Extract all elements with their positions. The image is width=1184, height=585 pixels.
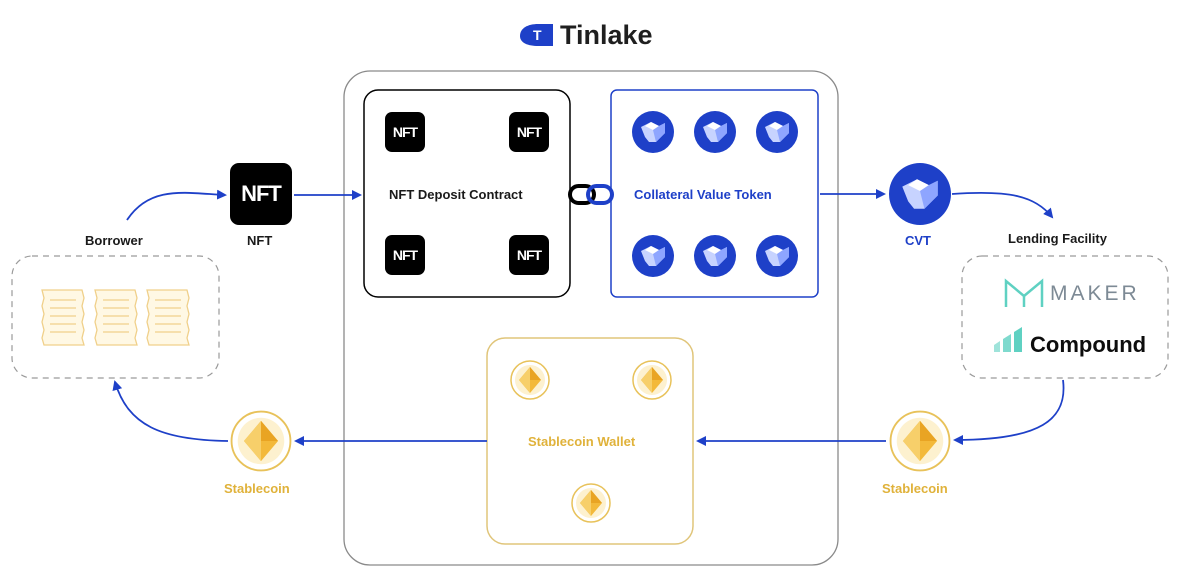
cvt-label: CVT xyxy=(905,233,931,248)
cvt-token-icon xyxy=(756,235,798,277)
nft-icon: NFT xyxy=(385,235,425,275)
nft-icon: NFT xyxy=(509,112,549,152)
stablecoin-right-label: Stablecoin xyxy=(882,481,948,496)
arrow-borrower-to-nft xyxy=(126,189,227,221)
maker-logo-icon xyxy=(1004,278,1044,307)
lending-facility-box xyxy=(961,255,1169,379)
maker-label: MAKER xyxy=(1050,282,1140,305)
cvt-token-icon xyxy=(632,235,674,277)
cvt-token-icon xyxy=(694,235,736,277)
document-icon xyxy=(41,289,85,346)
tinlake-container xyxy=(343,70,839,566)
nft-icon: NFT xyxy=(509,235,549,275)
page-title: Tinlake xyxy=(560,20,653,50)
cvt-token-icon xyxy=(694,111,736,153)
nft-icon: NFT xyxy=(385,112,425,152)
stablecoin-wallet-label: Stablecoin Wallet xyxy=(528,434,636,449)
stablecoin-icon xyxy=(889,410,951,472)
document-icon xyxy=(146,289,190,346)
arrow-lending-to-stablecoin xyxy=(953,379,1065,445)
stablecoin-icon xyxy=(632,360,672,400)
arrow-cvt-to-lending xyxy=(951,191,1054,219)
collateral-value-token-label: Collateral Value Token xyxy=(634,187,772,202)
cvt-token-icon xyxy=(756,111,798,153)
lending-facility-label: Lending Facility xyxy=(1008,231,1107,246)
nft-deposit-contract-label: NFT Deposit Contract xyxy=(389,187,523,202)
cvt-token-icon xyxy=(889,163,951,225)
compound-logo-icon xyxy=(994,327,1022,352)
compound-label: Compound xyxy=(1030,332,1147,357)
stablecoin-icon xyxy=(571,483,611,523)
cvt-token-icon xyxy=(632,111,674,153)
document-icon xyxy=(94,289,138,346)
tinlake-logo-letter: T xyxy=(533,27,542,43)
stablecoin-icon xyxy=(230,410,292,472)
borrower-label: Borrower xyxy=(85,233,143,248)
nft-label: NFT xyxy=(247,233,273,248)
link-chain-icon xyxy=(568,184,614,205)
nft-icon: NFT xyxy=(230,163,292,225)
stablecoin-left-label: Stablecoin xyxy=(224,481,290,496)
stablecoin-icon xyxy=(510,360,550,400)
arrow-stablecoin-to-borrower xyxy=(112,380,229,442)
tinlake-logo-icon xyxy=(520,24,553,46)
